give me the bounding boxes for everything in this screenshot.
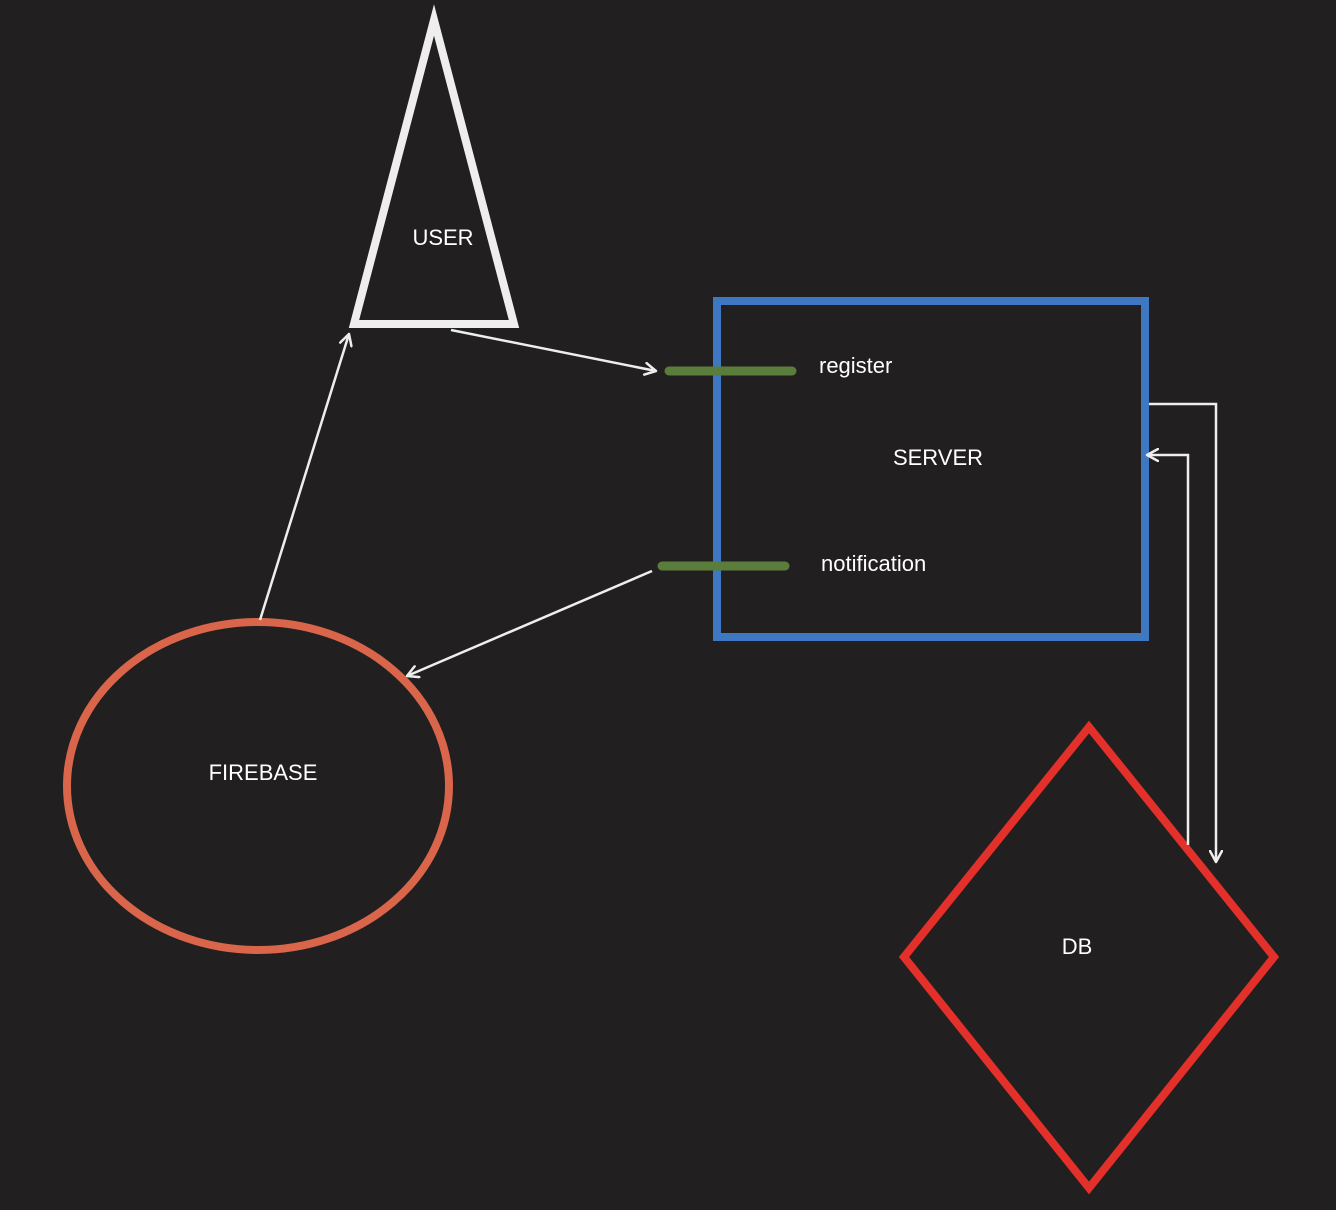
db-diamond-shape bbox=[898, 720, 1280, 1195]
register-port-label: register bbox=[819, 353, 892, 378]
firebase-label: FIREBASE bbox=[209, 760, 318, 785]
arrow-firebase-to-user[interactable] bbox=[258, 334, 349, 621]
firebase-ellipse-shape bbox=[63, 618, 453, 954]
arrow-db-to-server[interactable] bbox=[1147, 455, 1190, 845]
arrow-user-to-register[interactable] bbox=[450, 328, 656, 371]
notification-port[interactable]: notification bbox=[657, 551, 926, 576]
firebase-node[interactable]: FIREBASE bbox=[63, 618, 453, 954]
db-node[interactable]: DB bbox=[898, 720, 1280, 1195]
user-triangle-shape bbox=[348, 4, 520, 328]
user-label: USER bbox=[412, 225, 473, 250]
server-rect-shape bbox=[713, 297, 1149, 641]
arrow-notification-to-firebase[interactable] bbox=[407, 569, 653, 676]
server-node[interactable]: SERVER bbox=[713, 297, 1149, 641]
server-label: SERVER bbox=[893, 445, 983, 470]
notification-port-label: notification bbox=[821, 551, 926, 576]
user-node[interactable]: USER bbox=[348, 4, 520, 328]
arrow-server-to-db[interactable] bbox=[1149, 402, 1216, 862]
register-port[interactable]: register bbox=[664, 353, 892, 378]
db-label: DB bbox=[1062, 934, 1093, 959]
